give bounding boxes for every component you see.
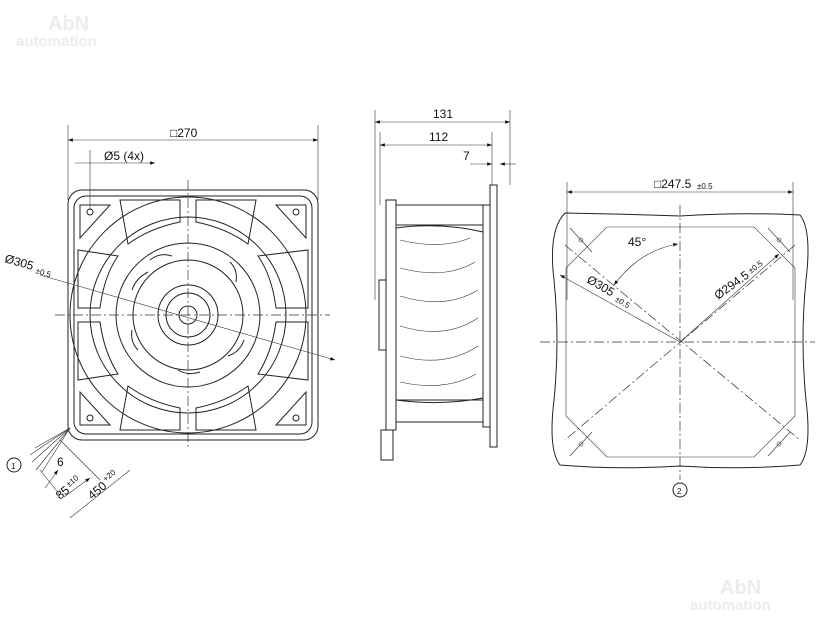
- svg-text:±0.5: ±0.5: [35, 266, 53, 279]
- svg-text:Ø305: Ø305: [585, 272, 618, 299]
- dim-lead-offset: 6: [57, 455, 64, 469]
- callout-1: [6, 457, 22, 473]
- dim-holes: Ø5 (4x): [104, 149, 144, 163]
- svg-text:±0.5: ±0.5: [613, 295, 631, 311]
- svg-text:±0.5: ±0.5: [697, 182, 713, 191]
- dim-depth-112: 112: [429, 130, 448, 144]
- watermark-top-left: AbN automation: [16, 13, 97, 50]
- watermark-bottom-right: AbN automation: [690, 577, 771, 614]
- dim-hole-circle-294: Ø294.5 ±0.5: [712, 259, 765, 303]
- dim-flange-7: 7: [463, 149, 470, 163]
- svg-text:2: 2: [677, 487, 682, 496]
- svg-text:Ø305: Ø305: [3, 251, 35, 273]
- dim-diameter-305: Ø305 ±0.5: [3, 251, 53, 279]
- dim-depth-131: 131: [433, 107, 453, 121]
- side-view: 131 112 7: [374, 107, 516, 461]
- dim-angle: 45°: [628, 235, 646, 249]
- dim-cutout-width: □247.5 ±0.5: [654, 177, 713, 191]
- svg-text:□247.5: □247.5: [654, 177, 692, 191]
- svg-text:+20: +20: [101, 468, 118, 484]
- dim-lead-length: 450 +20: [85, 468, 118, 503]
- dim-cutout-diameter-305: Ø305 ±0.5: [585, 272, 632, 311]
- svg-text:automation: automation: [690, 597, 771, 614]
- svg-text:AbN: AbN: [48, 13, 89, 35]
- cutout-view: □247.5 ±0.5 45° Ø305 ±0.5 Ø294.5 ±0.5 2: [540, 177, 815, 498]
- svg-text:automation: automation: [16, 33, 97, 50]
- dim-lead-strip: 85 ±10: [53, 473, 81, 502]
- svg-text:1: 1: [11, 462, 16, 471]
- callout-2: [672, 482, 688, 498]
- dim-width-270: □270: [170, 126, 198, 140]
- front-view: □270 Ø5 (4x): [3, 125, 336, 519]
- svg-text:Ø294.5: Ø294.5: [712, 268, 752, 303]
- svg-text:AbN: AbN: [720, 577, 761, 599]
